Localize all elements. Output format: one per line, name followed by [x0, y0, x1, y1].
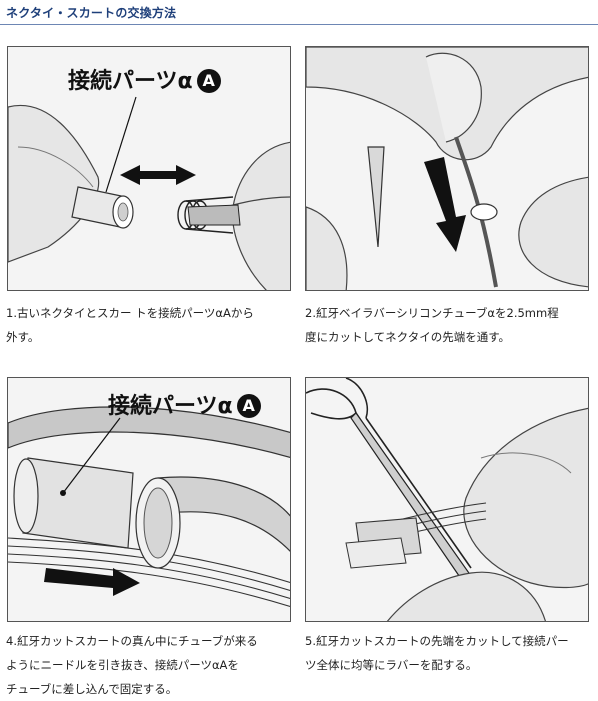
- badge-a-icon: A: [196, 69, 221, 93]
- caption-1: 1.古いネクタイとスカー トを接続パーツαAから 外す。: [6, 301, 254, 349]
- badge-a-icon-2: A: [236, 394, 261, 418]
- caption-3: 4.紅牙カットスカートの真ん中にチューブが来る ようにニードルを引き抜き、接続パ…: [6, 629, 258, 701]
- caption-2-line-1: 2.紅牙ベイラバーシリコンチューブαを2.5mm程: [305, 306, 559, 320]
- caption-1-line-1: 1.古いネクタイとスカー トを接続パーツαAから: [6, 306, 254, 320]
- panel-3-illustration: [8, 378, 290, 621]
- connector-part-name: 接続パーツα: [68, 69, 193, 94]
- caption-4-line-1: 5.紅牙カットスカートの先端をカットして接続パー: [305, 634, 569, 648]
- title-divider: [0, 24, 598, 25]
- illustration-panel-2: [305, 46, 589, 291]
- page-title: ネクタイ・スカートの交換方法: [6, 6, 177, 20]
- caption-2-line-2: 度にカットしてネクタイの先端を通す。: [305, 330, 511, 344]
- caption-3-line-3: チューブに差し込んで固定する。: [6, 682, 178, 696]
- caption-4: 5.紅牙カットスカートの先端をカットして接続パー ツ全体に均等にラバーを配する。: [305, 629, 569, 677]
- illustration-panel-4: [305, 377, 589, 622]
- caption-2: 2.紅牙ベイラバーシリコンチューブαを2.5mm程 度にカットしてネクタイの先端…: [305, 301, 559, 349]
- connector-part-name-2: 接続パーツα: [108, 394, 233, 419]
- panel-4-illustration: [306, 378, 588, 621]
- panel-1-illustration: [8, 47, 290, 290]
- caption-3-line-2: ようにニードルを引き抜き、接続パーツαAを: [6, 658, 239, 672]
- caption-3-line-1: 4.紅牙カットスカートの真ん中にチューブが来る: [6, 634, 258, 648]
- caption-4-line-2: ツ全体に均等にラバーを配する。: [305, 658, 478, 672]
- panel-2-illustration: [306, 47, 588, 290]
- caption-1-line-2: 外す。: [6, 330, 40, 344]
